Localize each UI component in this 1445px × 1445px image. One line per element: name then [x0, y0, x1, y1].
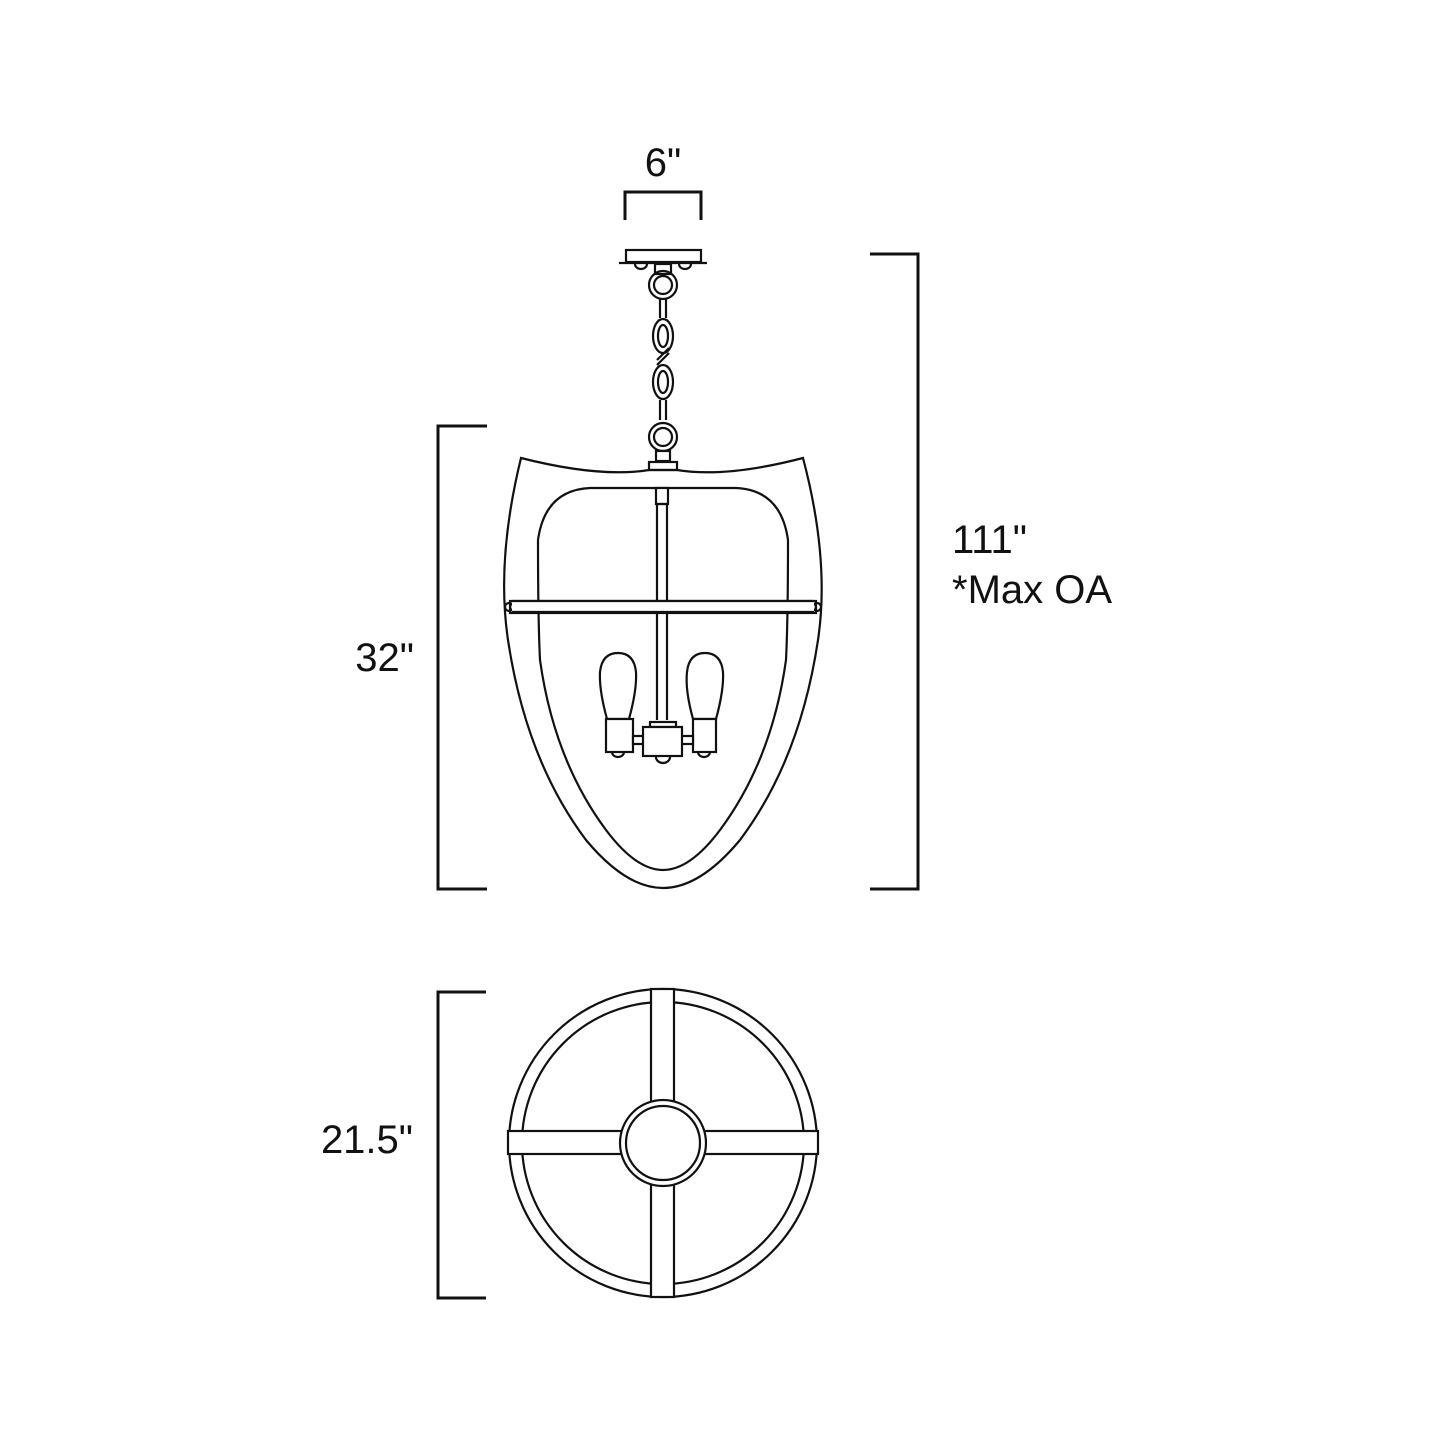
body-diameter-dimension: 21.5"	[321, 990, 486, 1300]
lantern-side-view	[503, 456, 823, 890]
right-bulb-icon	[685, 651, 725, 721]
body-height-label: 32"	[355, 636, 414, 680]
body-height-dimension: 32"	[355, 424, 487, 891]
chain	[647, 269, 679, 472]
canopy	[619, 248, 707, 276]
body-height-bracket	[436, 424, 487, 891]
lantern-bottom-view	[506, 987, 820, 1299]
left-bulb-icon	[598, 651, 638, 721]
canopy-width-label: 6"	[645, 141, 681, 185]
canopy-width-bracket	[623, 190, 703, 220]
overall-height-dimension: 111" *Max OA	[870, 252, 1112, 891]
canopy-width-dimension: 6"	[623, 141, 703, 220]
overall-height-value: 111"	[952, 518, 1027, 562]
body-diameter-bracket	[436, 990, 486, 1300]
bulb-cluster	[598, 651, 725, 765]
overall-height-note: *Max OA	[952, 568, 1112, 612]
body-diameter-label: 21.5"	[321, 1118, 413, 1162]
overall-height-bracket	[870, 252, 920, 891]
